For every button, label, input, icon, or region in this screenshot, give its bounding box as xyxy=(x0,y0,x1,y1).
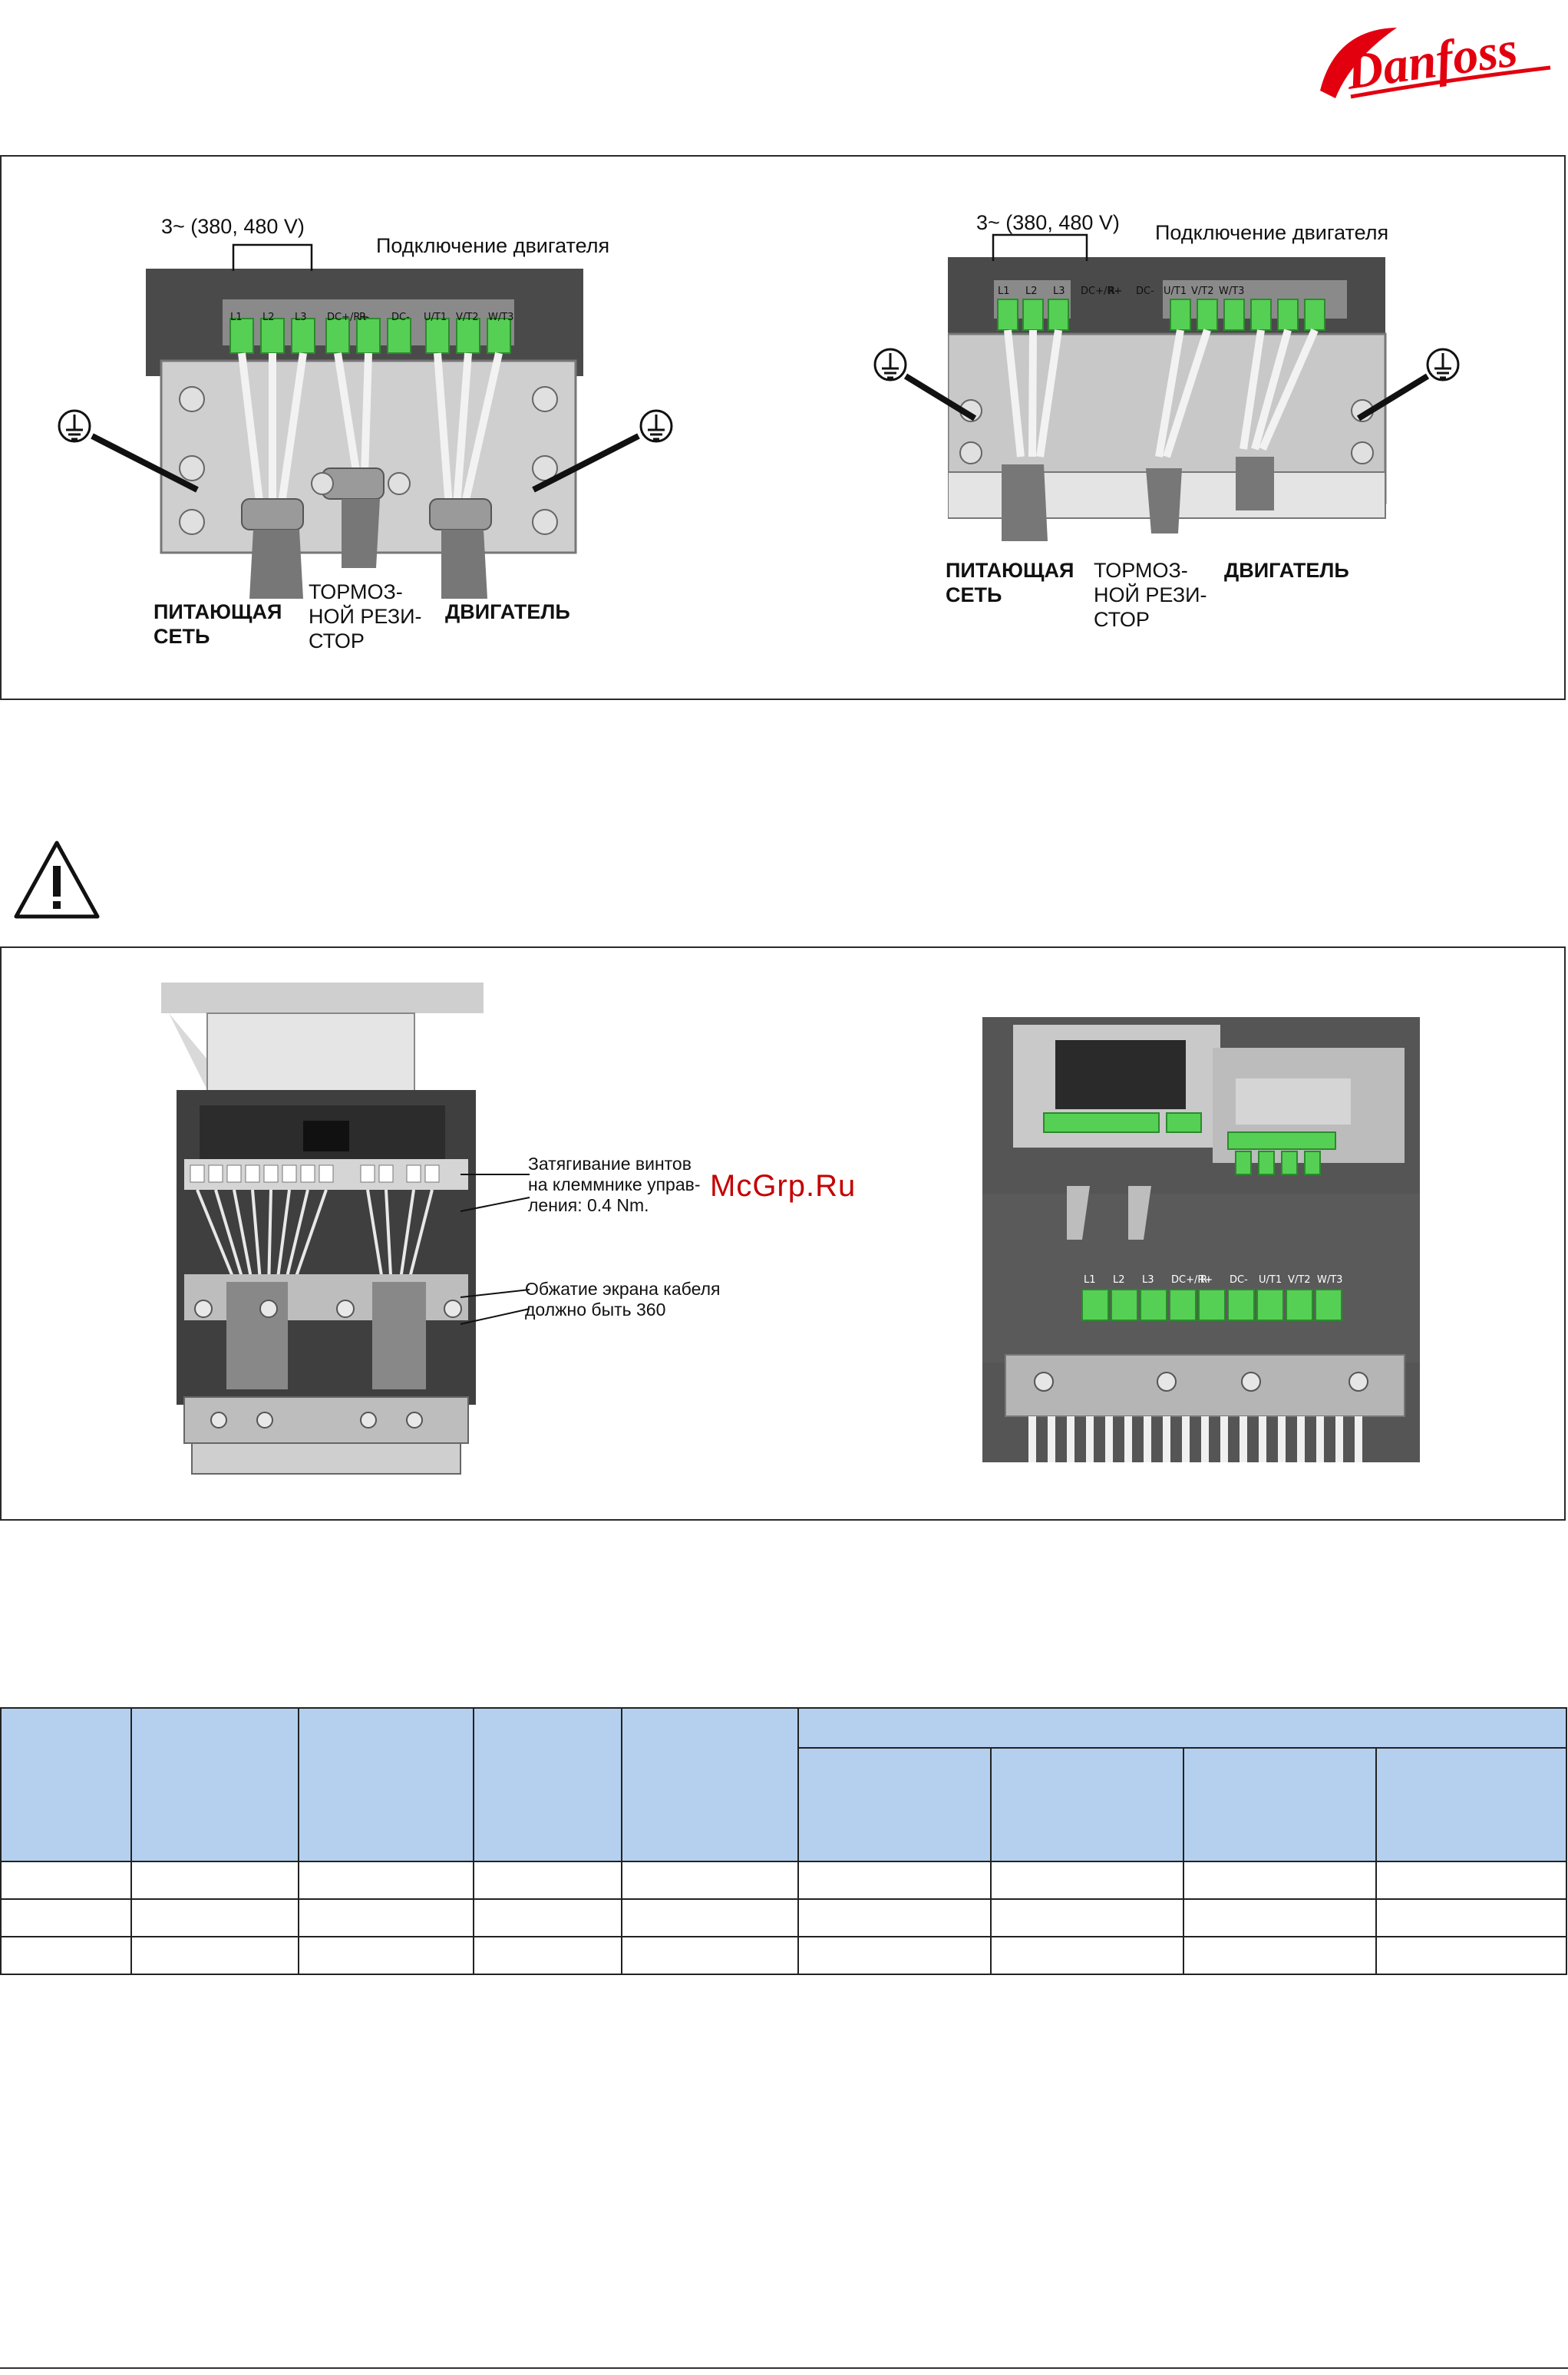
motor-label-left: ДВИГАТЕЛЬ xyxy=(445,600,570,623)
shield-note: Обжатие экрана кабеля должно быть 360 xyxy=(525,1279,721,1320)
table-header-cell xyxy=(621,1707,799,1862)
ground-icon xyxy=(873,348,977,421)
table-group-header xyxy=(797,1707,1567,1749)
table-row xyxy=(0,1898,1567,1937)
brake-resistor-label-right: ТОРМОЗ- НОЙ РЕЗИ- СТОР xyxy=(1094,559,1207,631)
motor-connection-label-right: Подключение двигателя xyxy=(1155,221,1389,244)
page-footer-rule xyxy=(0,2367,1568,2369)
table-row xyxy=(0,1936,1567,1975)
spec-table xyxy=(0,1707,1567,1975)
terminal-label: L1 xyxy=(998,286,1010,297)
drive-illustration-left xyxy=(146,269,583,599)
voltage-bracket xyxy=(232,243,313,271)
motor-label-right: ДВИГАТЕЛЬ xyxy=(1224,559,1349,582)
terminal-label: U/T1 xyxy=(1259,1274,1282,1286)
voltage-bracket xyxy=(992,233,1088,261)
terminal-label: DC- xyxy=(1230,1274,1248,1286)
figure-control-connections xyxy=(0,946,1566,1521)
voltage-label-left: 3~ (380, 480 V) xyxy=(161,215,305,238)
terminal-label: W/T3 xyxy=(1219,286,1245,297)
table-header-cell xyxy=(1375,1747,1567,1862)
terminal-label: L2 xyxy=(1025,286,1038,297)
warning-icon xyxy=(14,841,100,919)
drive-control-illustration-left xyxy=(161,983,484,1475)
terminal-label: L2 xyxy=(262,312,275,323)
terminal-label: L1 xyxy=(1084,1274,1096,1286)
terminal-label: DC+/R+ xyxy=(327,312,369,323)
terminal-label: L3 xyxy=(1142,1274,1154,1286)
terminal-label: R- xyxy=(359,312,370,323)
terminal-label: R- xyxy=(1108,286,1119,297)
table-header-cell xyxy=(473,1707,622,1862)
torque-note: Затягивание винтов на клеммнике управ- л… xyxy=(528,1154,701,1216)
terminal-label: DC- xyxy=(1136,286,1154,297)
watermark: McGrp.Ru xyxy=(710,1169,857,1203)
terminal-label: L2 xyxy=(1113,1274,1125,1286)
terminal-label: V/T2 xyxy=(1191,286,1214,297)
table-header-cell xyxy=(797,1747,992,1862)
ground-icon xyxy=(58,409,199,493)
brake-resistor-label-left: ТОРМОЗ- НОЙ РЕЗИ- СТОР xyxy=(309,580,422,652)
terminal-label: U/T1 xyxy=(1164,286,1187,297)
terminal-label: DC+/R+ xyxy=(1081,286,1123,297)
terminal-label: W/T3 xyxy=(1317,1274,1343,1286)
terminal-label: V/T2 xyxy=(456,312,479,323)
table-header-cell xyxy=(298,1707,474,1862)
table-header-cell xyxy=(1183,1747,1377,1862)
ground-icon xyxy=(532,409,673,493)
drive-control-illustration-right xyxy=(982,1017,1420,1462)
figure-power-connections xyxy=(0,155,1566,700)
table-header-cell xyxy=(990,1747,1184,1862)
terminal-label: R- xyxy=(1200,1274,1211,1286)
terminal-label: DC+/R+ xyxy=(1171,1274,1213,1286)
table-header-cell xyxy=(130,1707,299,1862)
terminal-label: DC- xyxy=(391,312,410,323)
motor-connection-label-left: Подключение двигателя xyxy=(376,234,610,257)
terminal-label: W/T3 xyxy=(488,312,514,323)
ground-icon xyxy=(1356,348,1460,421)
callout-lines xyxy=(460,1174,530,1325)
terminal-label: V/T2 xyxy=(1288,1274,1311,1286)
terminal-label: L3 xyxy=(1053,286,1065,297)
terminal-label: U/T1 xyxy=(424,312,447,323)
supply-label-left: ПИТАЮЩАЯ СЕТЬ xyxy=(153,600,282,648)
terminal-label: L1 xyxy=(230,312,243,323)
supply-label-right: ПИТАЮЩАЯ СЕТЬ xyxy=(946,559,1074,606)
terminal-label: L3 xyxy=(295,312,307,323)
table-header-cell xyxy=(0,1707,132,1862)
danfoss-logo: Danfoss xyxy=(1320,21,1551,101)
drive-illustration-right xyxy=(948,257,1387,541)
table-row xyxy=(0,1861,1567,1900)
voltage-label-right: 3~ (380, 480 V) xyxy=(976,211,1120,234)
